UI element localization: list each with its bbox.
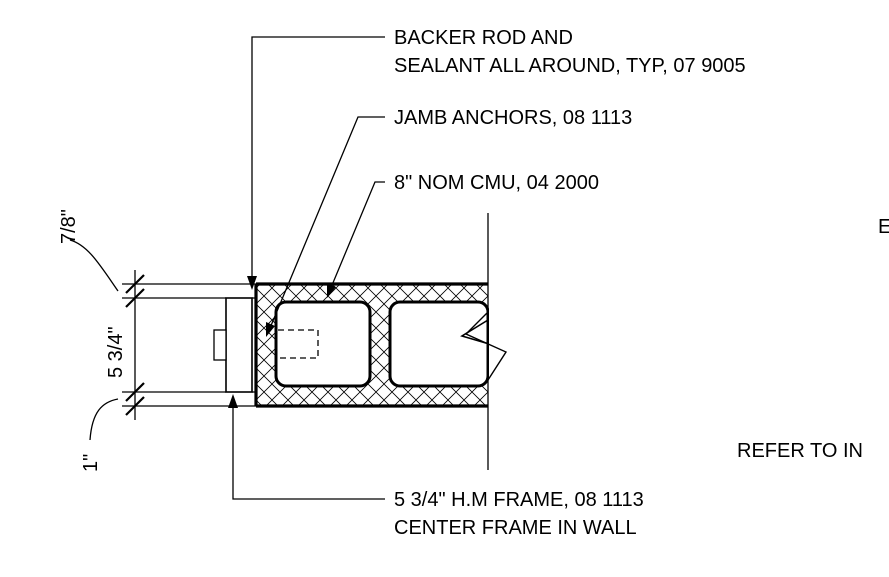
dim-bottom-offset: 1" [80, 454, 102, 472]
cmu-cell-right [388, 300, 490, 388]
callout-jamb-anchors: JAMB ANCHORS, 08 1113 [394, 107, 632, 129]
callout-frame-line2: CENTER FRAME IN WALL [394, 517, 637, 539]
leader-backer-rod [247, 36, 385, 290]
leader-jamb-anchors [266, 116, 385, 337]
cmu-wall [254, 282, 519, 408]
callout-frame-line1: 5 3/4" H.M FRAME, 08 1113 [394, 489, 644, 511]
callout-backer-rod-line1: BACKER ROD AND [394, 27, 573, 49]
dimension-lines [69, 239, 256, 441]
dim-top-offset: 7/8" [58, 209, 80, 244]
callout-backer-rod-line2: SEALANT ALL AROUND, TYP, 07 9005 [394, 55, 746, 77]
hm-frame [213, 297, 256, 393]
clipped-refer-note: REFER TO IN [737, 440, 863, 462]
leader-cmu [327, 181, 385, 298]
clipped-letter: E [878, 216, 889, 238]
leader-frame [228, 394, 385, 500]
jamb-anchor [278, 329, 319, 359]
cmu-cell-left [274, 300, 372, 388]
dim-frame-depth: 5 3/4" [105, 326, 127, 378]
callout-cmu: 8" NOM CMU, 04 2000 [394, 172, 599, 194]
